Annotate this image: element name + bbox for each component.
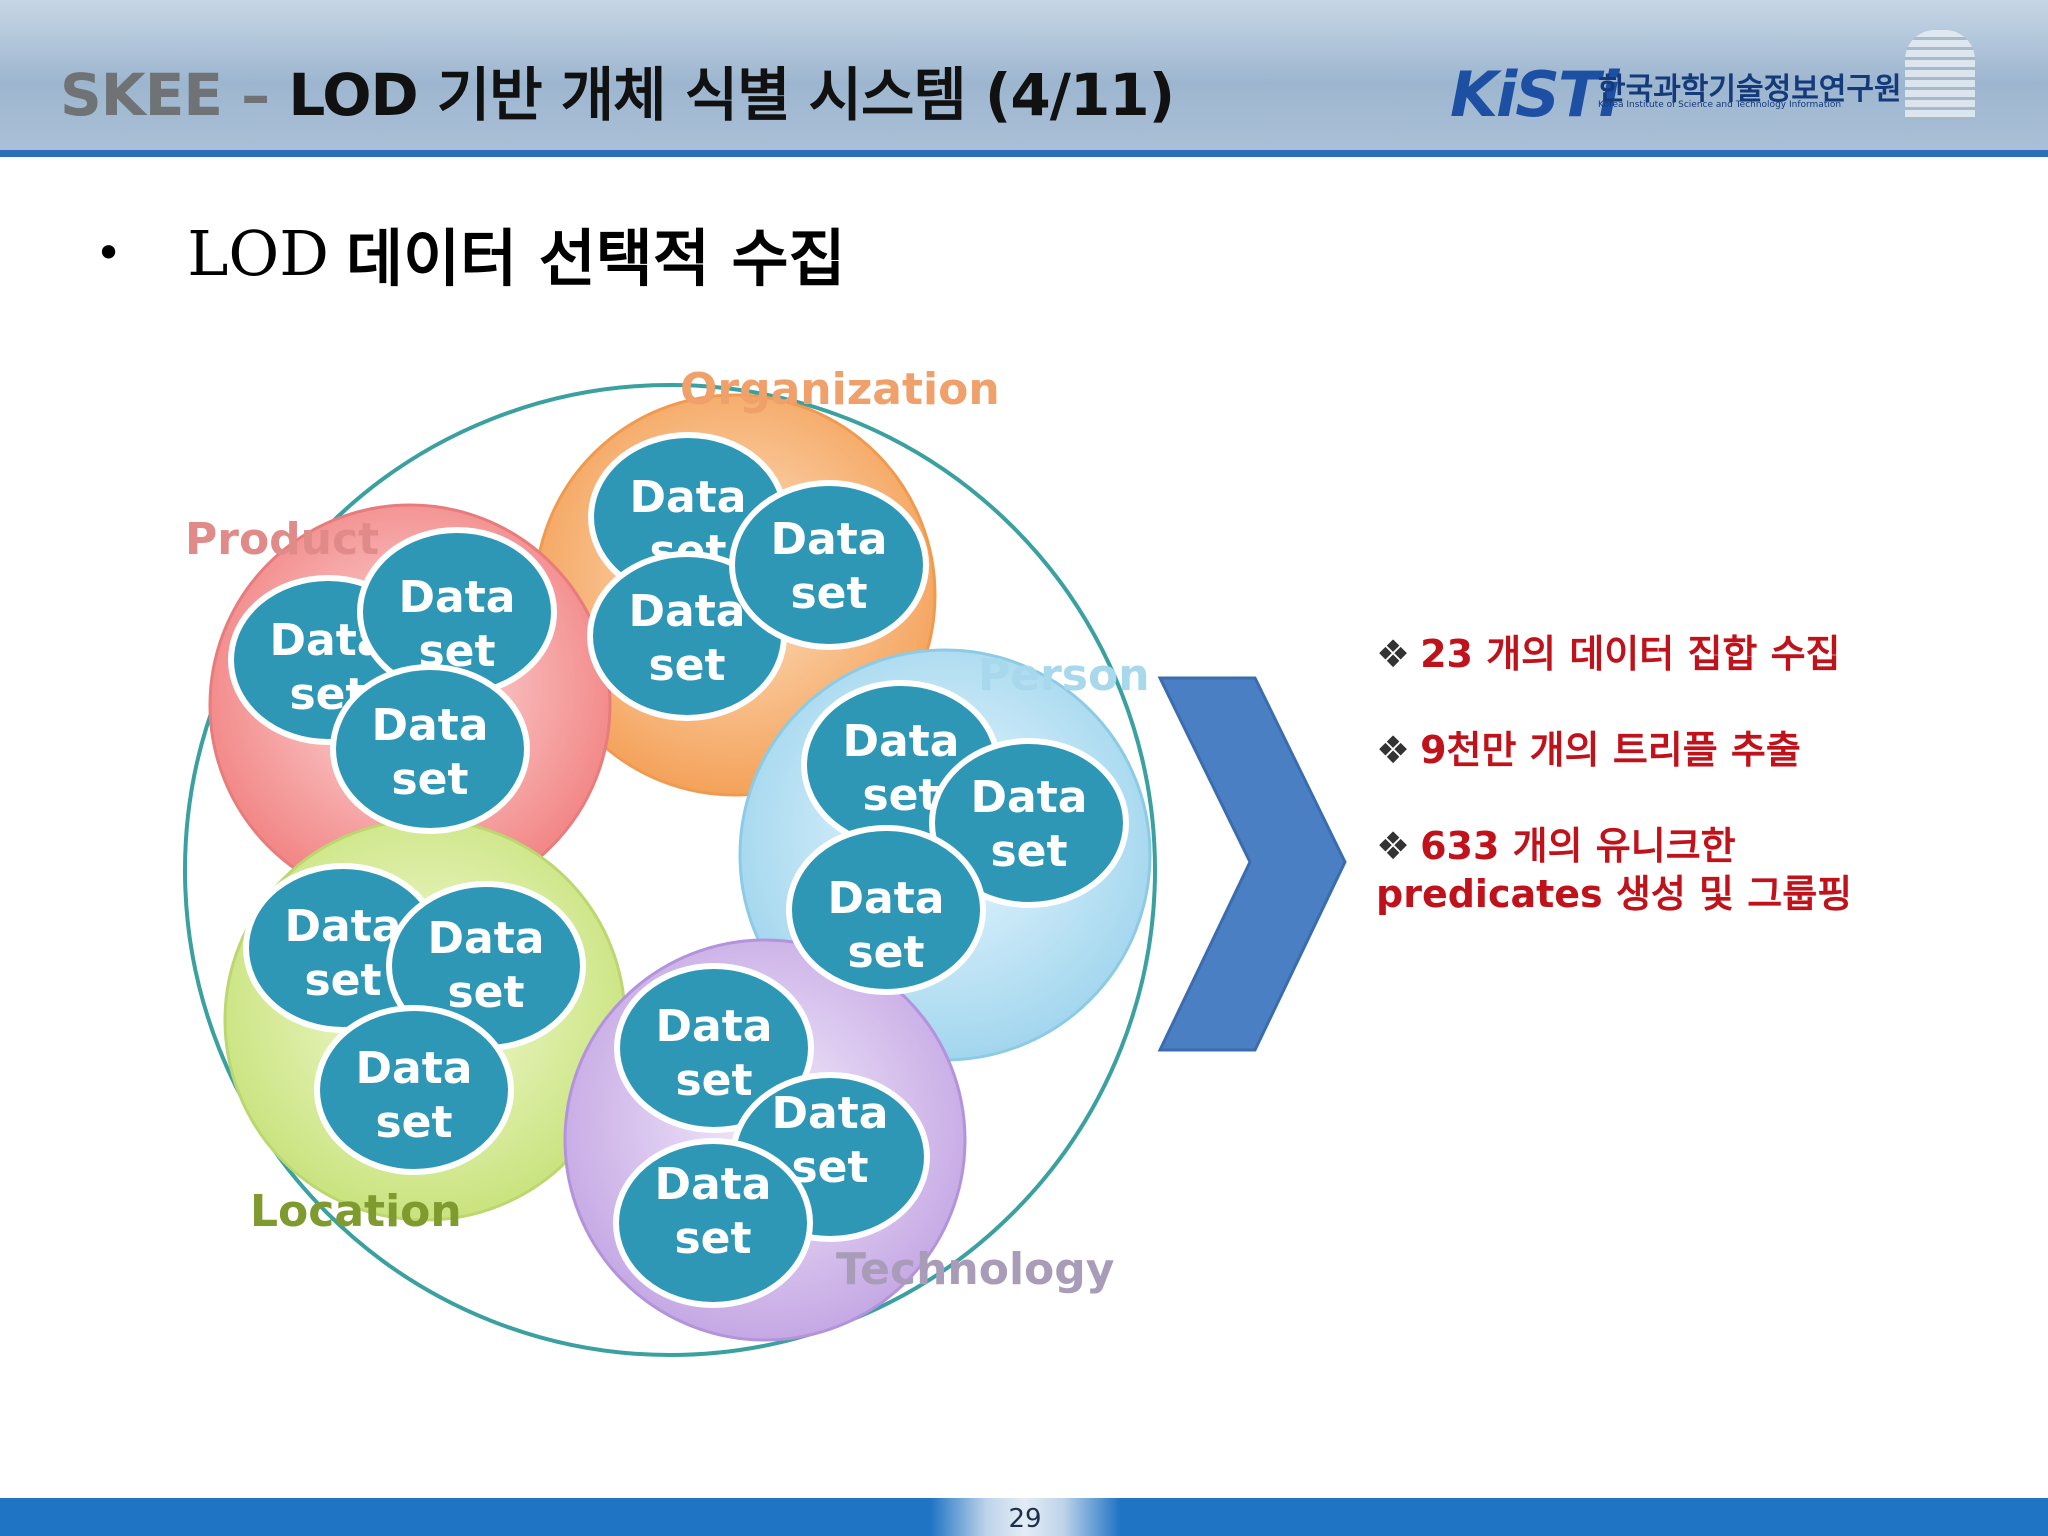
dataset-label: set bbox=[990, 826, 1067, 877]
dataset-node: Data set bbox=[729, 480, 929, 650]
bullet-text: 데이터 선택적 수집 bbox=[346, 222, 846, 295]
kisti-logo: KiSTi 한국과학기술정보연구원 Korea Institute of Sci… bbox=[1450, 30, 2010, 138]
slide-header: SKEE – LOD 기반 개체 식별 시스템 (4/11) KiSTi 한국과… bbox=[0, 0, 2048, 150]
group-label-location: Location bbox=[250, 1186, 462, 1237]
dataset-label: set bbox=[304, 955, 381, 1006]
dataset-label: Data bbox=[655, 1159, 772, 1210]
dataset-label: Data bbox=[399, 572, 516, 623]
page-number-box: 29 bbox=[930, 1498, 1120, 1536]
title-main: LOD 기반 개체 식별 시스템 (4/11) bbox=[288, 61, 1175, 129]
slide-title: SKEE – LOD 기반 개체 식별 시스템 (4/11) bbox=[60, 48, 1175, 132]
diamond-bullet-icon: ❖ bbox=[1376, 824, 1411, 868]
dataset-label: Data bbox=[828, 873, 945, 924]
dataset-label: set bbox=[847, 927, 924, 978]
header-divider bbox=[0, 150, 2048, 157]
summary-item: ❖633 개의 유니크한 predicates 생성 및 그룹핑 bbox=[1376, 822, 1976, 918]
logo-org-subname: Korea Institute of Science and Technolog… bbox=[1598, 100, 1842, 110]
dataset-node: Data set bbox=[314, 1005, 514, 1175]
dataset-label: Data bbox=[629, 586, 746, 637]
bullet-heading: • LOD 데이터 선택적 수집 bbox=[95, 208, 846, 298]
dataset-label: Data bbox=[771, 514, 888, 565]
dataset-label: Data bbox=[971, 772, 1088, 823]
diamond-bullet-icon: ❖ bbox=[1376, 632, 1411, 676]
group-label-person: Person bbox=[978, 650, 1150, 701]
dataset-node: Data set bbox=[330, 664, 530, 834]
dataset-label: set bbox=[790, 568, 867, 619]
dataset-label: Data bbox=[428, 913, 545, 964]
dataset-label: Data bbox=[843, 716, 960, 767]
bullet-icon: • bbox=[95, 226, 123, 280]
chevron-right-arrow bbox=[1157, 676, 1347, 1052]
dataset-label: set bbox=[447, 967, 524, 1018]
dataset-label: set bbox=[391, 754, 468, 805]
dataset-node: Data set bbox=[786, 825, 986, 995]
dataset-label: set bbox=[675, 1055, 752, 1106]
title-prefix: SKEE – bbox=[60, 61, 270, 129]
group-label-organization: Organization bbox=[680, 364, 1000, 415]
building-icon bbox=[1905, 30, 1975, 120]
group-label-technology: Technology bbox=[836, 1244, 1114, 1295]
summary-item: ❖23 개의 데이터 집합 수집 bbox=[1376, 630, 1976, 678]
dataset-node: Data set bbox=[614, 963, 814, 1133]
summary-list: ❖23 개의 데이터 집합 수집 ❖9천만 개의 트리플 추출 ❖633 개의 … bbox=[1376, 630, 1976, 966]
summary-item-text: 23 개의 데이터 집합 수집 bbox=[1420, 632, 1841, 676]
dataset-label: set bbox=[674, 1213, 751, 1264]
lod-collection-diagram: Organization Product Person Location Tec… bbox=[183, 364, 1347, 1357]
logo-org-name: 한국과학기술정보연구원 bbox=[1598, 72, 1902, 107]
dataset-label: set bbox=[862, 770, 939, 821]
summary-item-text: 633 개의 유니크한 bbox=[1420, 824, 1736, 868]
logo-wordmark: KiSTi bbox=[1450, 58, 1619, 131]
dataset-label: Data bbox=[656, 1001, 773, 1052]
summary-item-text-continued: predicates 생성 및 그룹핑 bbox=[1376, 872, 1853, 916]
dataset-label: Data bbox=[356, 1043, 473, 1094]
summary-item-text: 9천만 개의 트리플 추출 bbox=[1420, 728, 1801, 772]
dataset-node: Data set bbox=[613, 1138, 813, 1308]
group-label-product: Product bbox=[185, 514, 379, 565]
summary-item: ❖9천만 개의 트리플 추출 bbox=[1376, 726, 1976, 774]
dataset-label: set bbox=[648, 640, 725, 691]
bullet-lod: LOD bbox=[187, 216, 329, 290]
diamond-bullet-icon: ❖ bbox=[1376, 728, 1411, 772]
page-number: 29 bbox=[1008, 1504, 1042, 1534]
dataset-label: Data bbox=[372, 700, 489, 751]
dataset-label: Data bbox=[285, 901, 402, 952]
dataset-node: Data set bbox=[386, 881, 586, 1051]
dataset-label: Data bbox=[630, 472, 747, 523]
dataset-label: set bbox=[791, 1142, 868, 1193]
dataset-node: Data set bbox=[929, 738, 1129, 908]
dataset-label: set bbox=[375, 1097, 452, 1148]
dataset-label: Data bbox=[772, 1088, 889, 1139]
